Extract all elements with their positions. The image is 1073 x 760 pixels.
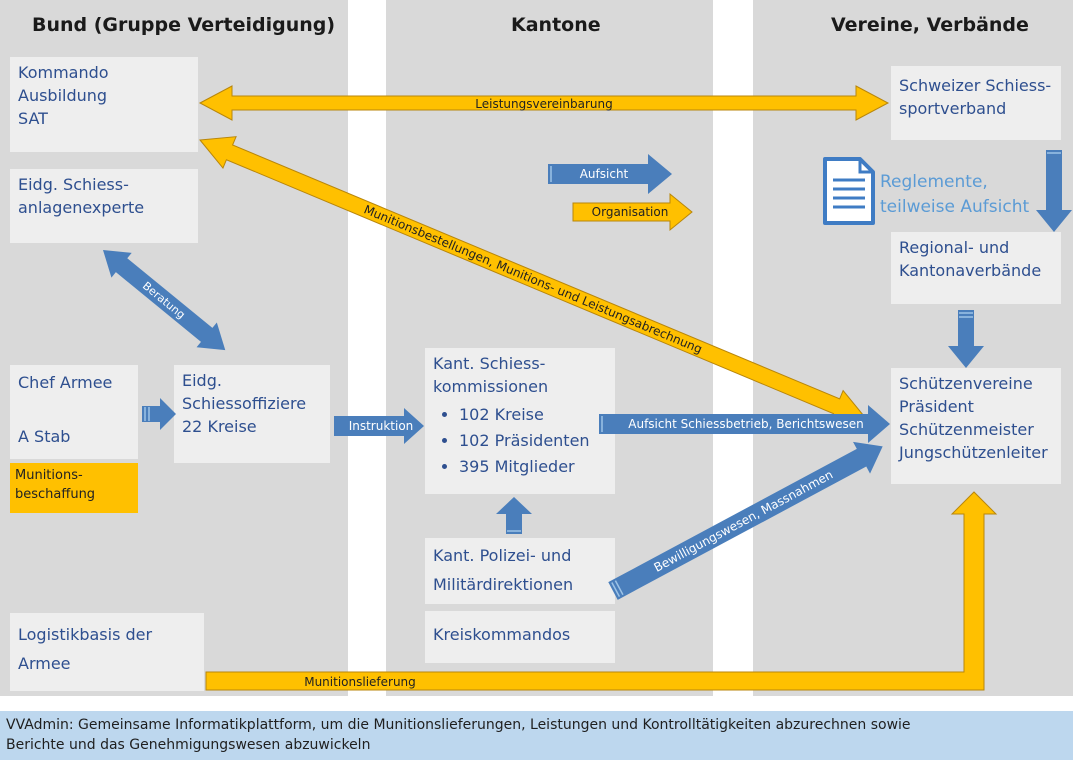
reglemente-line-1: Reglemente, [880, 172, 988, 192]
regional-to-vereine-arrow [948, 310, 984, 368]
regionalverbaende-box: Regional- und Kantonaverbände [891, 232, 1061, 304]
a-stab-label: A Stab [18, 427, 71, 446]
schiessoffiziere-line-3: 22 Kreise [182, 417, 257, 436]
footer-line-1: VVAdmin: Gemeinsame Informatikplattform,… [6, 717, 911, 733]
munitionsbestellungen-label: Munitionsbestellungen, Munitions- und Le… [362, 202, 705, 356]
schuetzenvereine-box: Schützenvereine Präsident Schützenmeiste… [891, 368, 1061, 484]
document-icon [823, 157, 875, 225]
organisation-label: Organisation [592, 205, 669, 219]
instruktion-label: Instruktion [349, 419, 414, 433]
kommissionen-line-2: kommissionen [433, 377, 549, 396]
instruktion-arrow: Instruktion [334, 408, 424, 444]
column-heading-kantone: Kantone [511, 14, 601, 36]
arrows-layer: Leistungsvereinbarung Munitionsbestellun… [103, 85, 1072, 691]
polizei-militaerdirektionen-box: Kant. Polizei- und Militärdirektionen [425, 538, 615, 604]
ssv-to-regional-arrow [1036, 150, 1072, 232]
kreiskommandos-box: Kreiskommandos [425, 611, 615, 663]
polizei-line-2: Militärdirektionen [433, 575, 574, 594]
logistik-line-1: Logistikbasis der [18, 625, 153, 644]
chef-armee-box: Chef Armee A Stab [10, 365, 138, 459]
chef-armee-label: Chef Armee [18, 373, 113, 392]
logistik-line-2: Armee [18, 654, 71, 673]
schiesskommissionen-box: Kant. Schiess- kommissionen 102 Kreise 1… [425, 348, 615, 494]
leistungsvereinbarung-label: Leistungsvereinbarung [475, 97, 612, 111]
kreiskommandos-label: Kreiskommandos [433, 625, 571, 644]
munitionsbestellungen-arrow: Munitionsbestellungen, Munitions- und Le… [199, 136, 868, 423]
munitionslieferung-label: Munitionslieferung [304, 675, 416, 689]
schuetzen-line-1: Schützenvereine [899, 374, 1033, 393]
ssv-line-1: Schweizer Schiess- [899, 76, 1052, 95]
schiessoffiziere-line-1: Eidg. [182, 371, 222, 390]
schuetzen-line-4: Jungschützenleiter [899, 443, 1048, 462]
kommando-line-2: Ausbildung [18, 86, 108, 105]
polizei-to-kommissionen-arrow [496, 497, 532, 534]
logistikbasis-box: Logistikbasis der Armee [10, 613, 204, 691]
column-heading-vereine: Vereine, Verbände [831, 14, 1029, 36]
list-item: 395 Mitglieder [459, 454, 607, 480]
munitionslieferung-arrow: Munitionslieferung [205, 491, 998, 691]
regional-line-1: Regional- und [899, 238, 1010, 257]
bewilligungswesen-label: Bewilligungswesen, Massnahmen [652, 467, 836, 574]
regional-line-2: Kantonaverbände [899, 261, 1042, 280]
beratung-arrow: Beratung [103, 250, 226, 351]
leistungsvereinbarung-arrow: Leistungsvereinbarung [198, 85, 890, 121]
kommando-line-3: SAT [18, 109, 48, 128]
kommando-ausbildung-box: Kommando Ausbildung SAT [10, 57, 198, 152]
list-item: 102 Präsidenten [459, 428, 607, 454]
ssv-box: Schweizer Schiess- sportverband [891, 66, 1061, 140]
kommissionen-list: 102 Kreise 102 Präsidenten 395 Mitgliede… [433, 402, 607, 480]
bewilligungswesen-arrow: Bewilligungswesen, Massnahmen [608, 441, 883, 600]
footer-line-2: Berichte und das Genehmigungswesen abzuw… [6, 737, 371, 753]
schuetzen-line-3: Schützenmeister [899, 420, 1034, 439]
kommissionen-line-1: Kant. Schiess- [433, 354, 546, 373]
ssv-line-2: sportverband [899, 99, 1007, 118]
schiessoffiziere-line-2: Schiessoffiziere [182, 394, 307, 413]
beratung-label: Beratung [140, 279, 188, 321]
chef-to-offiziere-arrow [142, 398, 176, 430]
experte-line-1: Eidg. Schiess- [18, 175, 129, 194]
aufsicht-label: Aufsicht [580, 167, 629, 181]
organisation-arrow: Organisation [572, 192, 693, 232]
reglemente-label: Reglemente, teilweise Aufsicht [880, 170, 1029, 220]
aufsicht-schiessbetrieb-label: Aufsicht Schiessbetrieb, Berichtswesen [628, 417, 863, 431]
munitionsbeschaffung-box: Munitions- beschaffung [10, 463, 138, 513]
polizei-line-1: Kant. Polizei- und [433, 546, 572, 565]
munitionsbeschaffung-line-1: Munitions- [15, 468, 83, 483]
column-heading-bund: Bund (Gruppe Verteidigung) [32, 14, 336, 36]
list-item: 102 Kreise [459, 402, 607, 428]
experte-line-2: anlagenexperte [18, 198, 145, 217]
schiessoffiziere-box: Eidg. Schiessoffiziere 22 Kreise [174, 365, 330, 463]
aufsicht-arrow: Aufsicht [548, 154, 672, 194]
vvadmin-footer: VVAdmin: Gemeinsame Informatikplattform,… [0, 711, 1073, 760]
kommando-line-1: Kommando [18, 63, 109, 82]
schuetzen-line-2: Präsident [899, 397, 974, 416]
aufsicht-schiessbetrieb-arrow: Aufsicht Schiessbetrieb, Berichtswesen [599, 405, 890, 443]
anlagenexperte-box: Eidg. Schiess- anlagenexperte [10, 169, 198, 243]
munitionsbeschaffung-line-2: beschaffung [15, 487, 96, 502]
reglemente-line-2: teilweise Aufsicht [880, 197, 1030, 217]
